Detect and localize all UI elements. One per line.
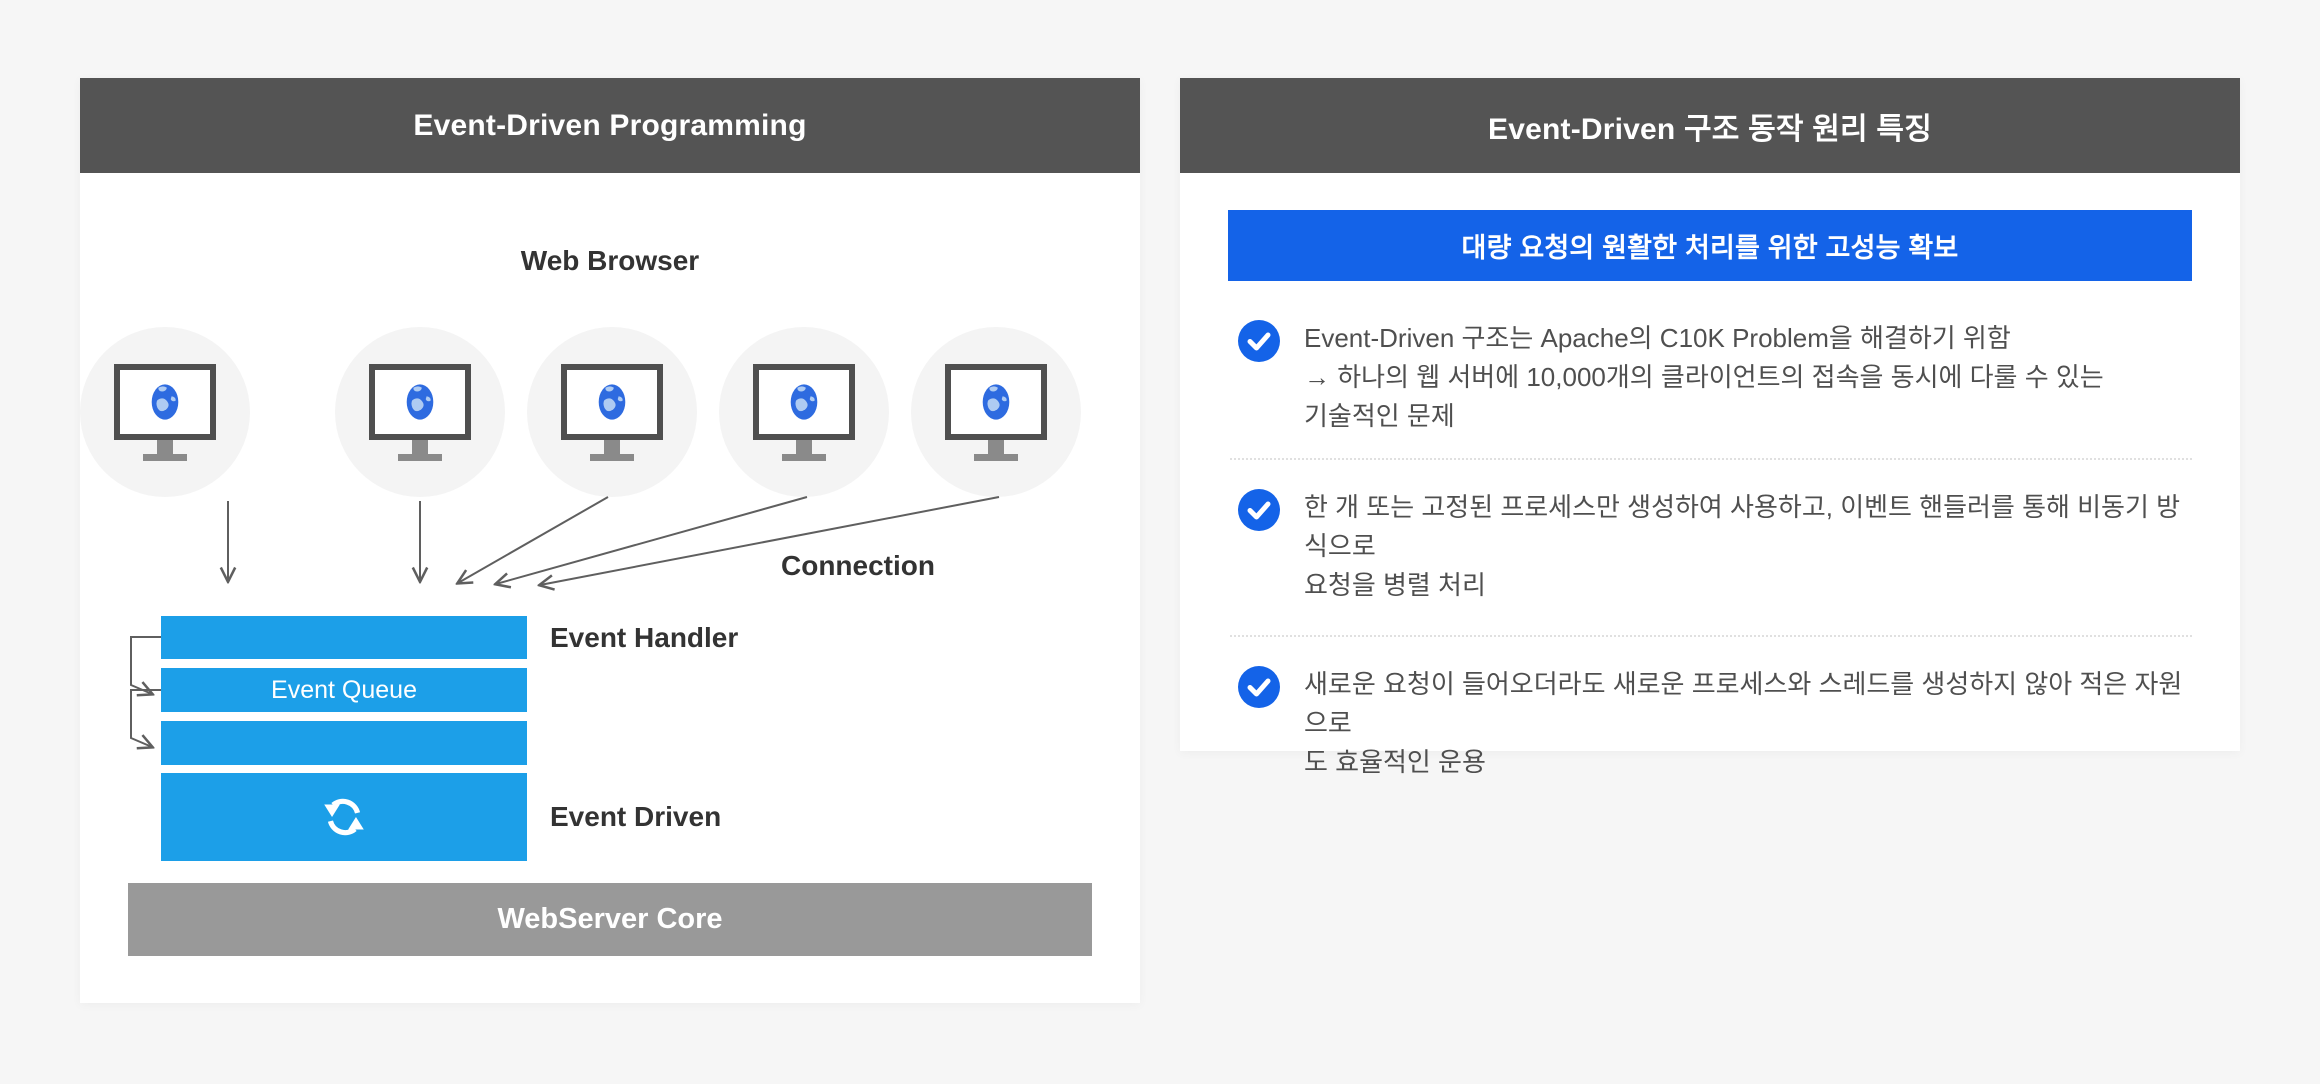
bullet-line: → 하나의 웹 서버에 10,000개의 클라이언트의 접속을 동시에 다룰 수…	[1304, 362, 2104, 392]
web-browser-label: Web Browser	[520, 245, 700, 276]
bullet-line: 요청을 병렬 처리	[1304, 570, 1486, 600]
connection-arrow	[540, 496, 1000, 585]
connection-arrow	[458, 496, 609, 583]
monitor-icon	[561, 363, 663, 461]
webserver-core-bar: WebServer Core	[128, 883, 1092, 956]
event-driven-box	[161, 773, 527, 861]
connection-arrow	[496, 496, 808, 584]
globe-icon	[790, 383, 818, 420]
event-driven-label: Event Driven	[550, 801, 722, 832]
feature-list: Event-Driven 구조는 Apache의 C10K Problem을 해…	[1228, 305, 2192, 782]
globe-icon	[406, 383, 434, 420]
event-handler-label: Event Handler	[550, 621, 739, 653]
check-icon	[1238, 320, 1280, 362]
refresh-icon	[324, 798, 364, 836]
globe-icon	[151, 383, 179, 420]
globe-icon	[598, 383, 626, 420]
check-icon	[1238, 666, 1280, 708]
bullet-line: 기술적인 문제	[1304, 401, 1455, 431]
monitor-icon	[945, 363, 1047, 461]
event-handler-bar	[161, 616, 527, 659]
right-panel-title: Event-Driven 구조 동작 원리 특징	[1180, 78, 2240, 173]
connection-label: Connection	[781, 550, 935, 581]
monitor-icon	[753, 363, 855, 461]
queue-connector-arrow	[130, 689, 161, 747]
right-panel-body: 대량 요청의 원활한 처리를 위한 고성능 확보 Event-Driven 구조…	[1180, 173, 2240, 777]
queue-connector-arrow	[130, 636, 161, 694]
left-panel-title: Event-Driven Programming	[80, 78, 1140, 173]
event-queue-label: Event Queue	[271, 675, 417, 704]
monitor-icon	[369, 363, 471, 461]
bullet-line: 새로운 요청이 들어오더라도 새로운 프로세스와 스레드를 생성하지 않아 적은…	[1304, 669, 2183, 738]
check-icon	[1238, 489, 1280, 531]
monitor-icon	[114, 363, 216, 461]
event-worker-bar	[161, 721, 527, 765]
bullet-line: Event-Driven 구조는 Apache의 C10K Problem을 해…	[1304, 323, 2011, 353]
left-diagram: Web Browser	[80, 173, 1140, 1003]
right-panel: Event-Driven 구조 동작 원리 특징 대량 요청의 원활한 처리를 …	[1180, 78, 2240, 777]
bullet-line: 한 개 또는 고정된 프로세스만 생성하여 사용하고, 이벤트 핸들러를 통해 …	[1304, 492, 2181, 561]
browser-circle	[527, 327, 697, 497]
event-queue-bar: Event Queue	[161, 668, 527, 712]
divider	[1230, 635, 2192, 637]
left-panel: Event-Driven Programming Web Browser	[80, 78, 1140, 1003]
browser-circle	[335, 327, 505, 497]
divider	[1230, 458, 2192, 460]
bullet-line: 도 효율적인 운용	[1304, 747, 1486, 777]
browser-circle	[911, 327, 1081, 497]
list-item: Event-Driven 구조는 Apache의 C10K Problem을 해…	[1228, 305, 2192, 458]
list-item: 한 개 또는 고정된 프로세스만 생성하여 사용하고, 이벤트 핸들러를 통해 …	[1228, 460, 2192, 635]
browser-circle	[80, 327, 250, 497]
list-item: 새로운 요청이 들어오더라도 새로운 프로세스와 스레드를 생성하지 않아 적은…	[1228, 637, 2192, 782]
highlight-banner: 대량 요청의 원활한 처리를 위한 고성능 확보	[1228, 210, 2192, 281]
globe-icon	[982, 383, 1010, 420]
connection-arrows	[130, 496, 1000, 1003]
browser-circle	[719, 327, 889, 497]
